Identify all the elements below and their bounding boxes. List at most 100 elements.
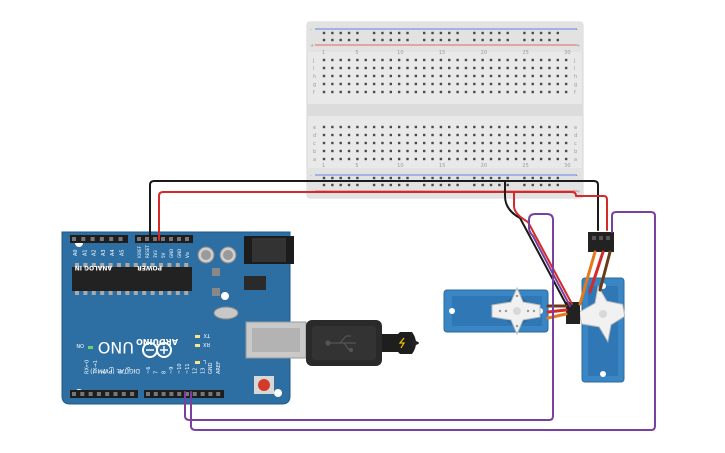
rail-marker: -	[310, 173, 312, 179]
rx-label: RX	[203, 341, 210, 347]
row-letter: g	[574, 82, 577, 88]
servo-1-connector	[566, 302, 580, 324]
digital-pin-label: 2	[101, 371, 107, 374]
voltage-regulator	[244, 276, 266, 290]
row-letter: a	[574, 157, 577, 163]
breadboard-holes	[322, 31, 568, 187]
rx-led	[195, 344, 200, 347]
tx-led	[195, 335, 200, 338]
model-label: UNO	[98, 338, 134, 357]
rail-marker: +	[576, 189, 580, 195]
column-number: 5	[355, 50, 358, 56]
digital-pin-label: RX←0	[85, 360, 91, 374]
row-letter: g	[313, 82, 316, 88]
analog-pin-label: A2	[92, 249, 98, 256]
servo-2-connector	[588, 232, 614, 252]
digital-pin-label: TX→1	[93, 360, 99, 375]
analog-pin-label: A3	[101, 249, 107, 256]
digital-pin-label: ~3	[109, 367, 115, 374]
l-label: L	[203, 358, 206, 364]
analog-pin-label: A4	[110, 249, 116, 256]
header-pins	[72, 237, 221, 396]
usb-cable[interactable]	[306, 320, 419, 366]
servo-1-signal-lead	[546, 312, 568, 320]
analog-pin-label: A0	[73, 249, 79, 256]
column-number: 20	[481, 163, 487, 169]
column-number: 5	[355, 163, 358, 169]
column-number: 1	[322, 163, 325, 169]
analog-in-label: ANALOG IN	[75, 264, 112, 271]
digital-pin-label: ~9	[169, 367, 175, 374]
analog-header[interactable]	[70, 235, 128, 243]
column-number: 30	[564, 163, 570, 169]
row-letter: d	[574, 133, 577, 139]
power-label: POWER	[137, 264, 162, 271]
row-letter: d	[313, 133, 316, 139]
digital-pin-label: AREF	[216, 361, 222, 374]
column-number: 15	[439, 50, 445, 56]
rail-marker: -	[576, 173, 578, 179]
servo-2-signal-wire[interactable]	[190, 211, 656, 431]
servo-1-ground-wire[interactable]	[504, 180, 567, 305]
power-pin-label: GND	[177, 249, 182, 258]
digital-pin-label: ~5	[126, 367, 132, 374]
column-number: 20	[481, 50, 487, 56]
power-pin-label: RESET	[145, 245, 150, 258]
row-letter: b	[313, 149, 316, 155]
digital-pin-label: 7	[154, 371, 160, 374]
servo-2-signal-lead	[578, 250, 597, 306]
column-number: 25	[522, 50, 528, 56]
row-letter: c	[313, 141, 316, 147]
on-led	[88, 346, 93, 349]
analog-pin-label: A1	[82, 249, 88, 256]
digital-pin-label: 4	[118, 371, 124, 374]
digital-label: DIGITAL (PWM~)	[90, 367, 140, 374]
power-wire[interactable]	[158, 191, 608, 241]
on-label: ON	[76, 342, 84, 348]
wires	[149, 180, 656, 431]
servo-motor-2[interactable]	[575, 277, 628, 383]
mount-hole	[221, 292, 229, 300]
digital-pin-label: 8	[161, 371, 167, 374]
row-letter: i	[313, 66, 314, 72]
servo-1-power-wire[interactable]	[513, 191, 573, 305]
brand-label: ARDUINO	[136, 337, 178, 346]
row-letter: e	[574, 125, 577, 131]
column-number: 10	[397, 50, 403, 56]
digital-pin-label: 13	[200, 368, 206, 374]
row-letter: f	[574, 90, 576, 96]
digital-pin-label: 12	[193, 368, 199, 374]
row-letter: e	[313, 125, 316, 131]
ground-wire[interactable]	[149, 180, 599, 241]
power-pin-label: 5V	[161, 252, 166, 258]
tx-label: TX	[203, 332, 211, 338]
digital-pin-label: GND	[208, 362, 214, 374]
atmega-chip	[72, 267, 192, 291]
digital-pin-label: ~6	[146, 367, 152, 374]
servo-motor-1[interactable]	[443, 286, 549, 336]
digital-pin-label: ~11	[185, 363, 191, 374]
servo-1-signal-wire[interactable]	[184, 213, 571, 421]
digital-header-low[interactable]	[70, 390, 138, 398]
row-letter: c	[574, 141, 577, 147]
column-number: 15	[439, 163, 445, 169]
usb-lightning-icon	[398, 337, 406, 349]
power-pin-label: Vin	[185, 251, 190, 258]
row-letter: h	[574, 74, 577, 80]
arduino-uno-board[interactable]: ARDUINO UNO ANALOG IN POWER DIGITAL (PWM…	[61, 231, 307, 405]
l-led	[195, 361, 200, 364]
row-letter: b	[574, 149, 577, 155]
mount-hole	[274, 389, 282, 397]
power-pin-label: 3V3	[153, 250, 158, 258]
power-pin-label: IOREF	[137, 245, 142, 258]
power-pin-label: GND	[169, 249, 174, 258]
rail-marker: +	[310, 43, 314, 49]
column-number: 10	[397, 163, 403, 169]
crystal	[213, 306, 239, 320]
row-letter: f	[313, 90, 315, 96]
reset-button[interactable]	[258, 379, 270, 391]
